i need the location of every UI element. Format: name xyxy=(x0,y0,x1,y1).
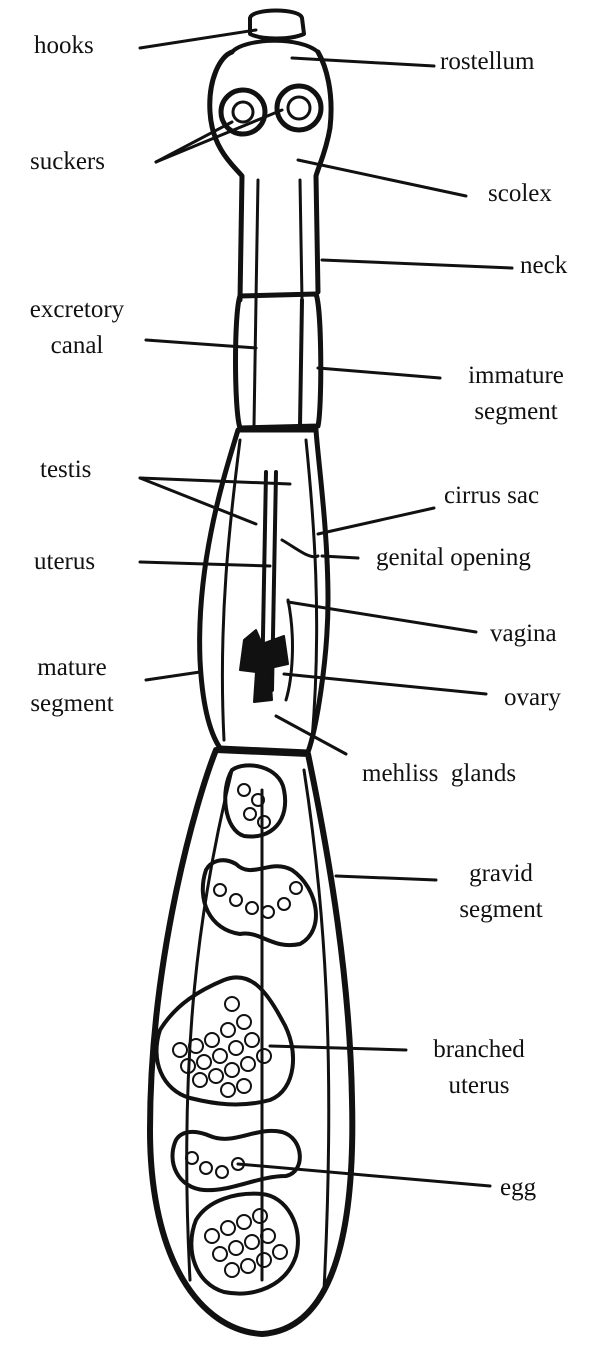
label-vagina: vagina xyxy=(490,620,557,648)
uterus-branch-2 xyxy=(203,860,316,945)
leader-scolex xyxy=(298,160,466,196)
uterus-branch-1 xyxy=(225,765,285,836)
label-rostellum: rostellum xyxy=(440,48,534,76)
label-excretory-line1: excretory xyxy=(4,296,150,324)
sucker-right xyxy=(277,86,321,130)
mature-canal-right xyxy=(306,440,317,740)
sucker-right-inner xyxy=(288,97,310,119)
label-egg: egg xyxy=(500,1174,536,1202)
label-branched-line1: branched xyxy=(404,1036,554,1064)
label-testis: testis xyxy=(40,456,91,484)
leader-mature xyxy=(146,672,200,680)
label-gravid-line2: segment xyxy=(436,896,566,924)
uterus-branch-3 xyxy=(157,977,294,1104)
leader-rostellum xyxy=(292,58,434,66)
label-immature-line1: immature xyxy=(446,362,586,390)
label-cirrus-sac: cirrus sac xyxy=(444,482,539,510)
label-scolex: scolex xyxy=(488,180,552,208)
leader-gravid xyxy=(336,876,436,880)
leader-genital xyxy=(322,556,358,558)
leader-testis-b xyxy=(140,478,256,524)
label-genital-opening: genital opening xyxy=(376,544,531,572)
scolex-top xyxy=(232,41,318,52)
label-excretory-line2: canal xyxy=(4,332,150,360)
immature-canal-left xyxy=(254,300,256,426)
label-mehliss-glands: mehliss glands xyxy=(362,760,516,788)
label-immature-line2: segment xyxy=(446,398,586,426)
eggs-cluster-2 xyxy=(214,882,302,918)
label-suckers: suckers xyxy=(30,148,105,176)
label-gravid-segment: gravid segment xyxy=(436,860,566,924)
label-ovary: ovary xyxy=(504,684,561,712)
neck-canal-right xyxy=(300,180,302,300)
label-mature-line1: mature xyxy=(2,654,142,682)
eggs-cluster-5 xyxy=(205,1209,287,1277)
label-immature-segment: immature segment xyxy=(446,362,586,426)
leader-excretory xyxy=(146,340,256,348)
neck-canal-left xyxy=(256,180,258,300)
label-mature-segment: mature segment xyxy=(2,654,142,718)
mature-canal-left xyxy=(222,440,240,740)
label-uterus: uterus xyxy=(34,548,95,576)
immature-segment-outline xyxy=(236,294,321,428)
eggs-cluster-1 xyxy=(238,784,270,828)
sucker-left-inner xyxy=(233,102,253,122)
uterus-branch-4 xyxy=(172,1131,299,1190)
immature-canal-right xyxy=(300,300,302,426)
label-neck: neck xyxy=(520,252,567,280)
leader-neck xyxy=(322,260,512,268)
label-branched-uterus: branched uterus xyxy=(404,1036,554,1100)
leader-branched xyxy=(270,1046,406,1050)
leader-cirrus xyxy=(318,508,434,534)
gravid-canal-left xyxy=(187,770,232,1280)
leader-uterus xyxy=(140,562,270,566)
label-hooks: hooks xyxy=(34,32,94,60)
eggs-cluster-4 xyxy=(186,1152,244,1178)
label-gravid-line1: gravid xyxy=(436,860,566,888)
leader-suckers-b xyxy=(156,110,282,162)
rostellum-cap xyxy=(250,11,304,39)
label-branched-line2: uterus xyxy=(404,1072,554,1100)
label-excretory-canal: excretory canal xyxy=(4,296,150,360)
leader-immature xyxy=(318,368,440,378)
label-mature-line2: segment xyxy=(2,690,142,718)
